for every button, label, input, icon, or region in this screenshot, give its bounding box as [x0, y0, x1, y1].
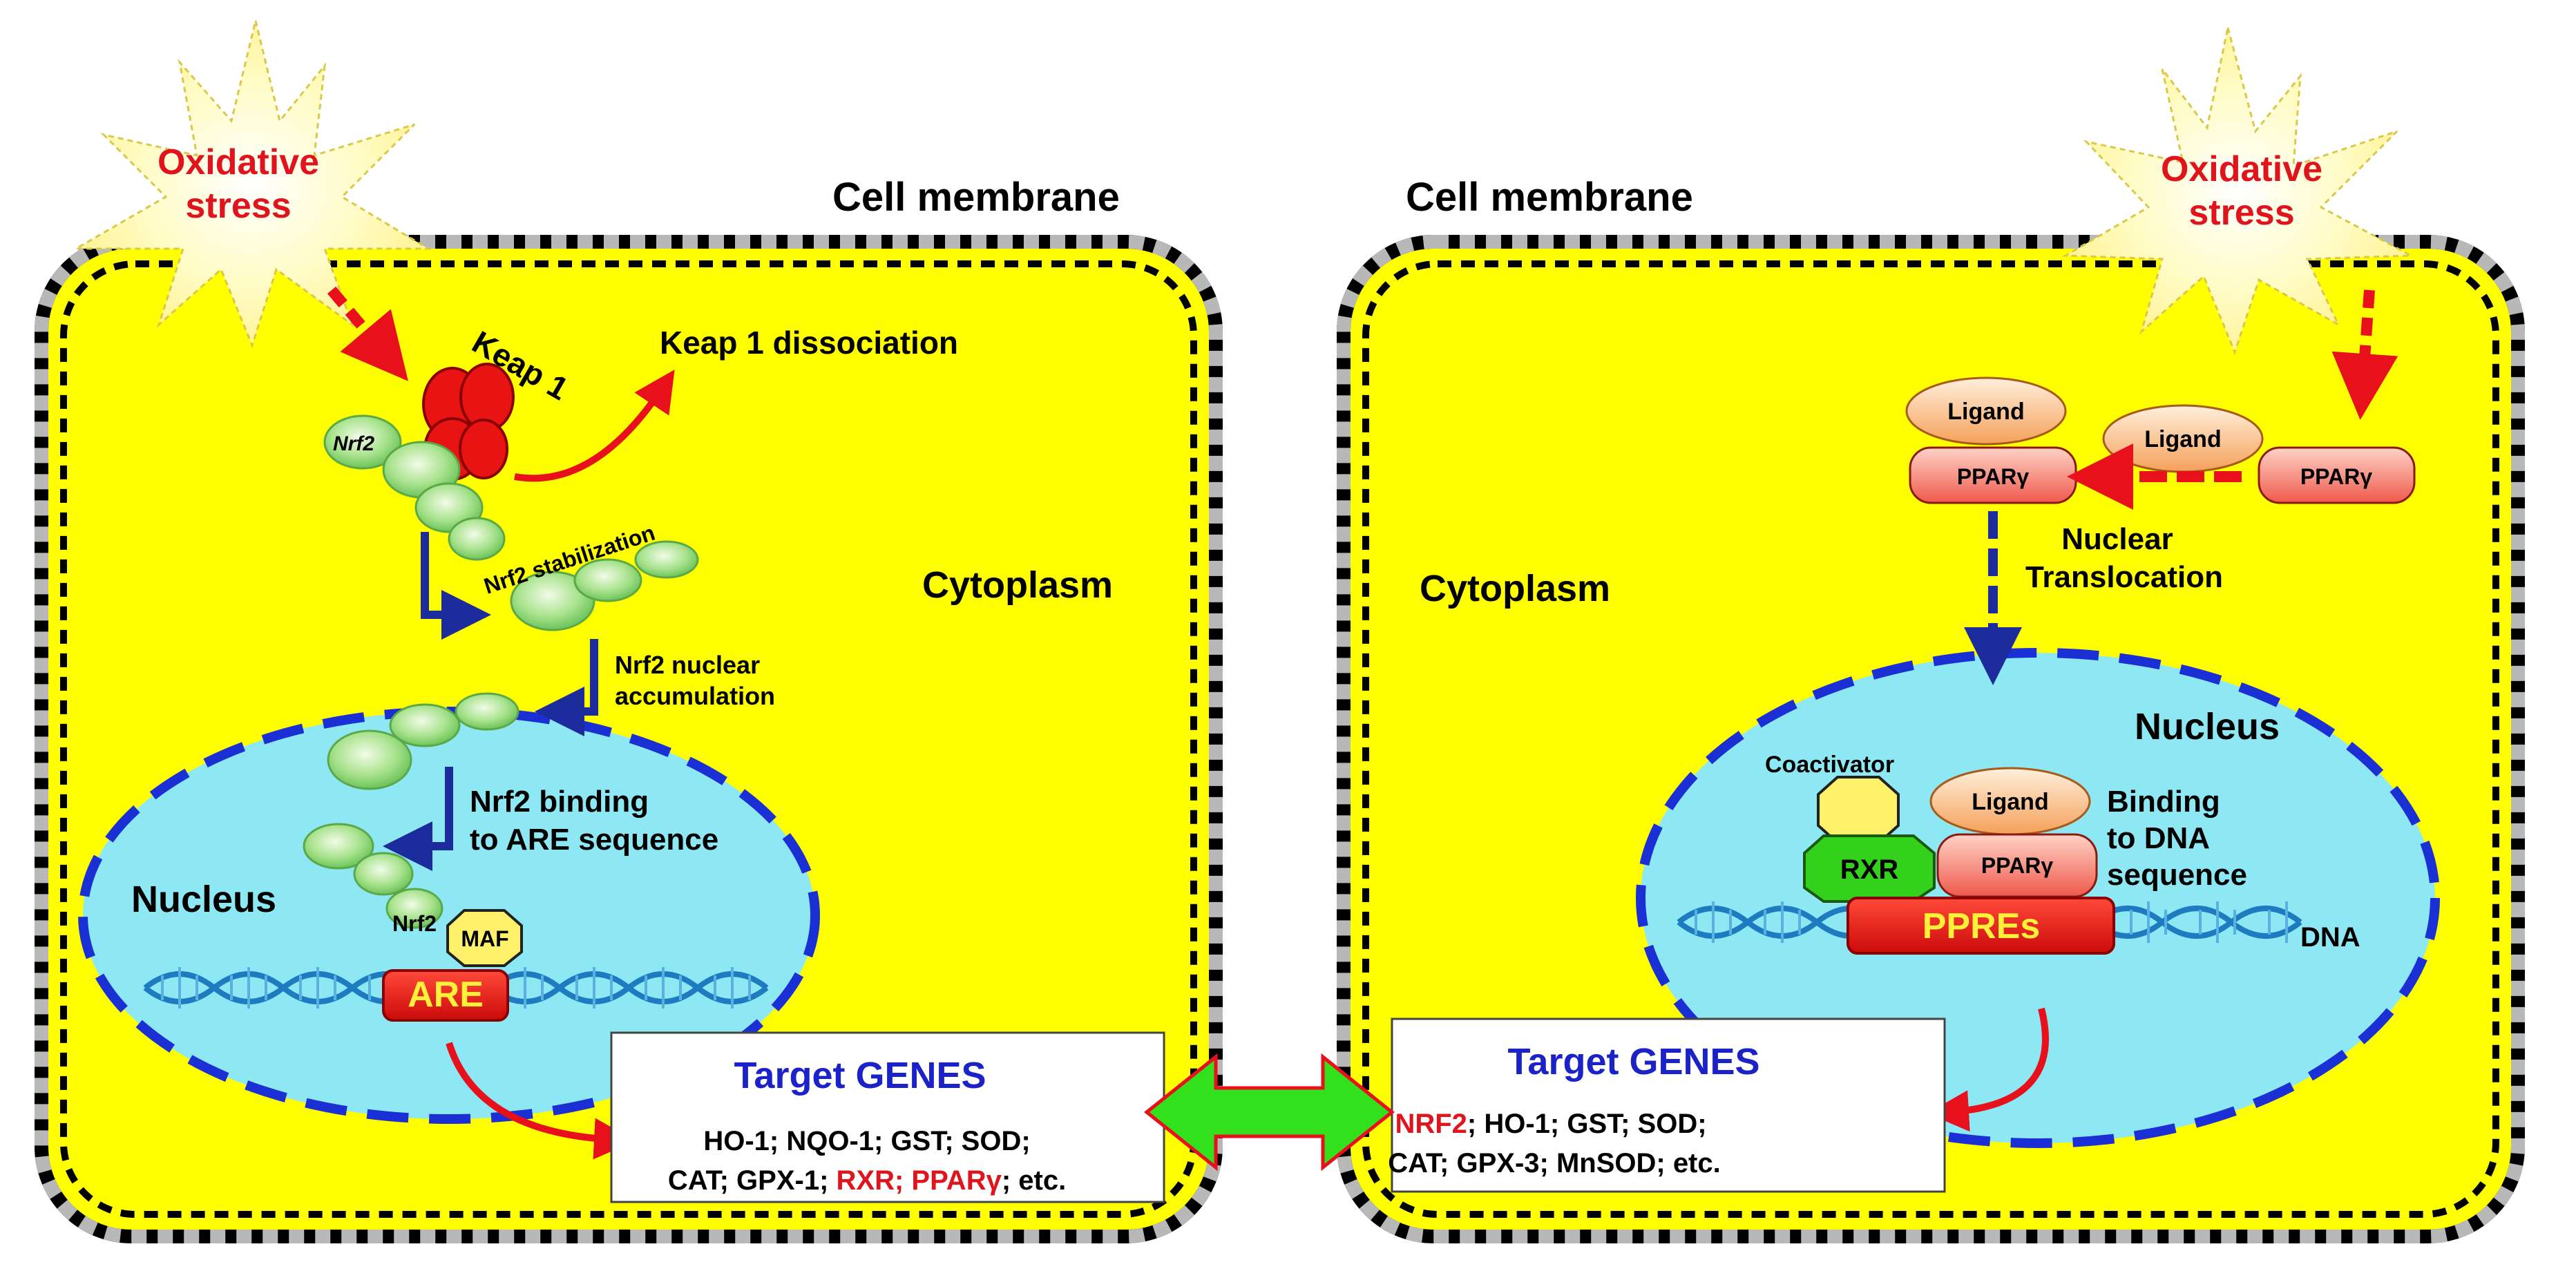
ppres-label: PPREs [1923, 906, 2041, 946]
maf-protein [446, 909, 523, 967]
nuclear-ligand-label: Ligand [1972, 789, 2048, 815]
right-target-genes-box [1391, 1018, 1946, 1193]
right-nucleus-label: Nucleus [2135, 706, 2280, 747]
nuclear-ppar-label: PPARγ [1981, 853, 2054, 878]
right-stress-text-1: Oxidative [2161, 149, 2322, 189]
nuclear-accumulation-label-2: accumulation [615, 682, 775, 710]
rxr-label: RXR [1840, 854, 1899, 885]
coactivator-protein [1817, 776, 1900, 844]
left-genes-line-2-black: CAT; GPX-1; [668, 1165, 837, 1196]
dna-binding-label-1: Binding [2107, 785, 2220, 819]
left-stress-arrow [327, 286, 408, 381]
right-genes-line-1-red: NRF2 [1395, 1109, 1467, 1139]
nuclear-translocation-label-1: Nuclear [2061, 522, 2173, 556]
coactivator-label: Coactivator [1765, 752, 1894, 778]
dna-binding-label-2: to DNA [2107, 821, 2210, 855]
cyto-ligand-left [1905, 376, 2067, 446]
right-genes-line-2: CAT; GPX-3; MnSOD; etc. [1388, 1148, 1721, 1178]
right-genes-line-1: NRF2; HO-1; GST; SOD; [1395, 1109, 1706, 1139]
right-genes-line-1-black: ; HO-1; GST; SOD; [1467, 1109, 1707, 1139]
are-element [382, 969, 509, 1022]
stabilization-arrow [421, 532, 491, 640]
right-membrane-inner [1362, 260, 2499, 1218]
left-genes-line-2-end: ; etc. [1002, 1165, 1066, 1196]
left-genes-line-1: HO-1; NQO-1; GST; SOD; [703, 1126, 1030, 1156]
maf-label: MAF [461, 926, 508, 951]
right-gene-expression-arrow [1927, 1007, 2049, 1132]
nrf2-stabilized [510, 540, 699, 631]
left-membrane-dashes [35, 235, 1223, 1243]
left-gene-expression-arrow [446, 1042, 636, 1160]
right-membrane-dashes [1337, 235, 2525, 1243]
ppres-element [1847, 897, 2115, 955]
crosstalk-double-arrow [1143, 1053, 1395, 1172]
nuclear-accumulation-label-1: Nrf2 nuclear [615, 651, 760, 679]
keap1-dissociation-label: Keap 1 dissociation [660, 325, 958, 361]
right-oxidative-stress-burst [2061, 27, 2415, 356]
left-nucleus-label: Nucleus [131, 879, 276, 920]
right-membrane-label: Cell membrane [1406, 175, 1693, 220]
dna-label: DNA [2300, 922, 2360, 953]
nrf2-cyto-label: Nrf2 [333, 432, 374, 455]
left-stress-text-2: stress [185, 186, 291, 226]
right-stress-text-2: stress [2188, 193, 2294, 233]
nuclear-accumulation-arrow [535, 639, 598, 736]
are-binding-label-1: Nrf2 binding [470, 785, 649, 819]
nrf2-protein-cytoplasm [323, 414, 506, 561]
nrf2-bound-label: Nrf2 [392, 911, 437, 936]
nrf2-bound [303, 823, 443, 929]
are-binding-label-2: to ARE sequence [470, 823, 718, 857]
keap1-dissociation-arrow [514, 370, 675, 482]
cyto-ppar-right [2258, 446, 2416, 504]
dna-binding-label-3: sequence [2107, 858, 2247, 892]
cyto-ppar-right-label: PPARγ [2300, 464, 2373, 489]
left-membrane-label: Cell membrane [832, 175, 1120, 220]
are-label: ARE [408, 975, 484, 1015]
right-stress-arrow [2331, 289, 2398, 420]
left-target-genes-title: Target GENES [734, 1055, 986, 1096]
are-binding-arrow [383, 767, 453, 871]
right-target-genes-title: Target GENES [1507, 1041, 1759, 1082]
left-target-genes-box [610, 1031, 1165, 1203]
cyto-ppar-left-label: PPARγ [1957, 464, 2030, 489]
right-cytoplasm-label: Cytoplasm [1420, 568, 1610, 609]
cyto-ligand-right-label: Ligand [2144, 426, 2221, 452]
nrf2-nuclear [327, 692, 519, 790]
nuclear-translocation-label-2: Translocation [2025, 560, 2223, 594]
left-oxidative-stress-burst [72, 20, 432, 349]
left-genes-line-2: CAT; GPX-1; RXR; PPARγ; etc. [668, 1165, 1066, 1196]
cyto-ligand-left-label: Ligand [1947, 399, 2024, 425]
left-membrane-inner [60, 260, 1197, 1218]
left-cytoplasm-label: Cytoplasm [922, 564, 1113, 606]
keap1-complex [422, 363, 515, 481]
left-genes-line-2-red: RXR; PPARγ [837, 1165, 1002, 1196]
left-stress-text-1: Oxidative [158, 142, 319, 182]
